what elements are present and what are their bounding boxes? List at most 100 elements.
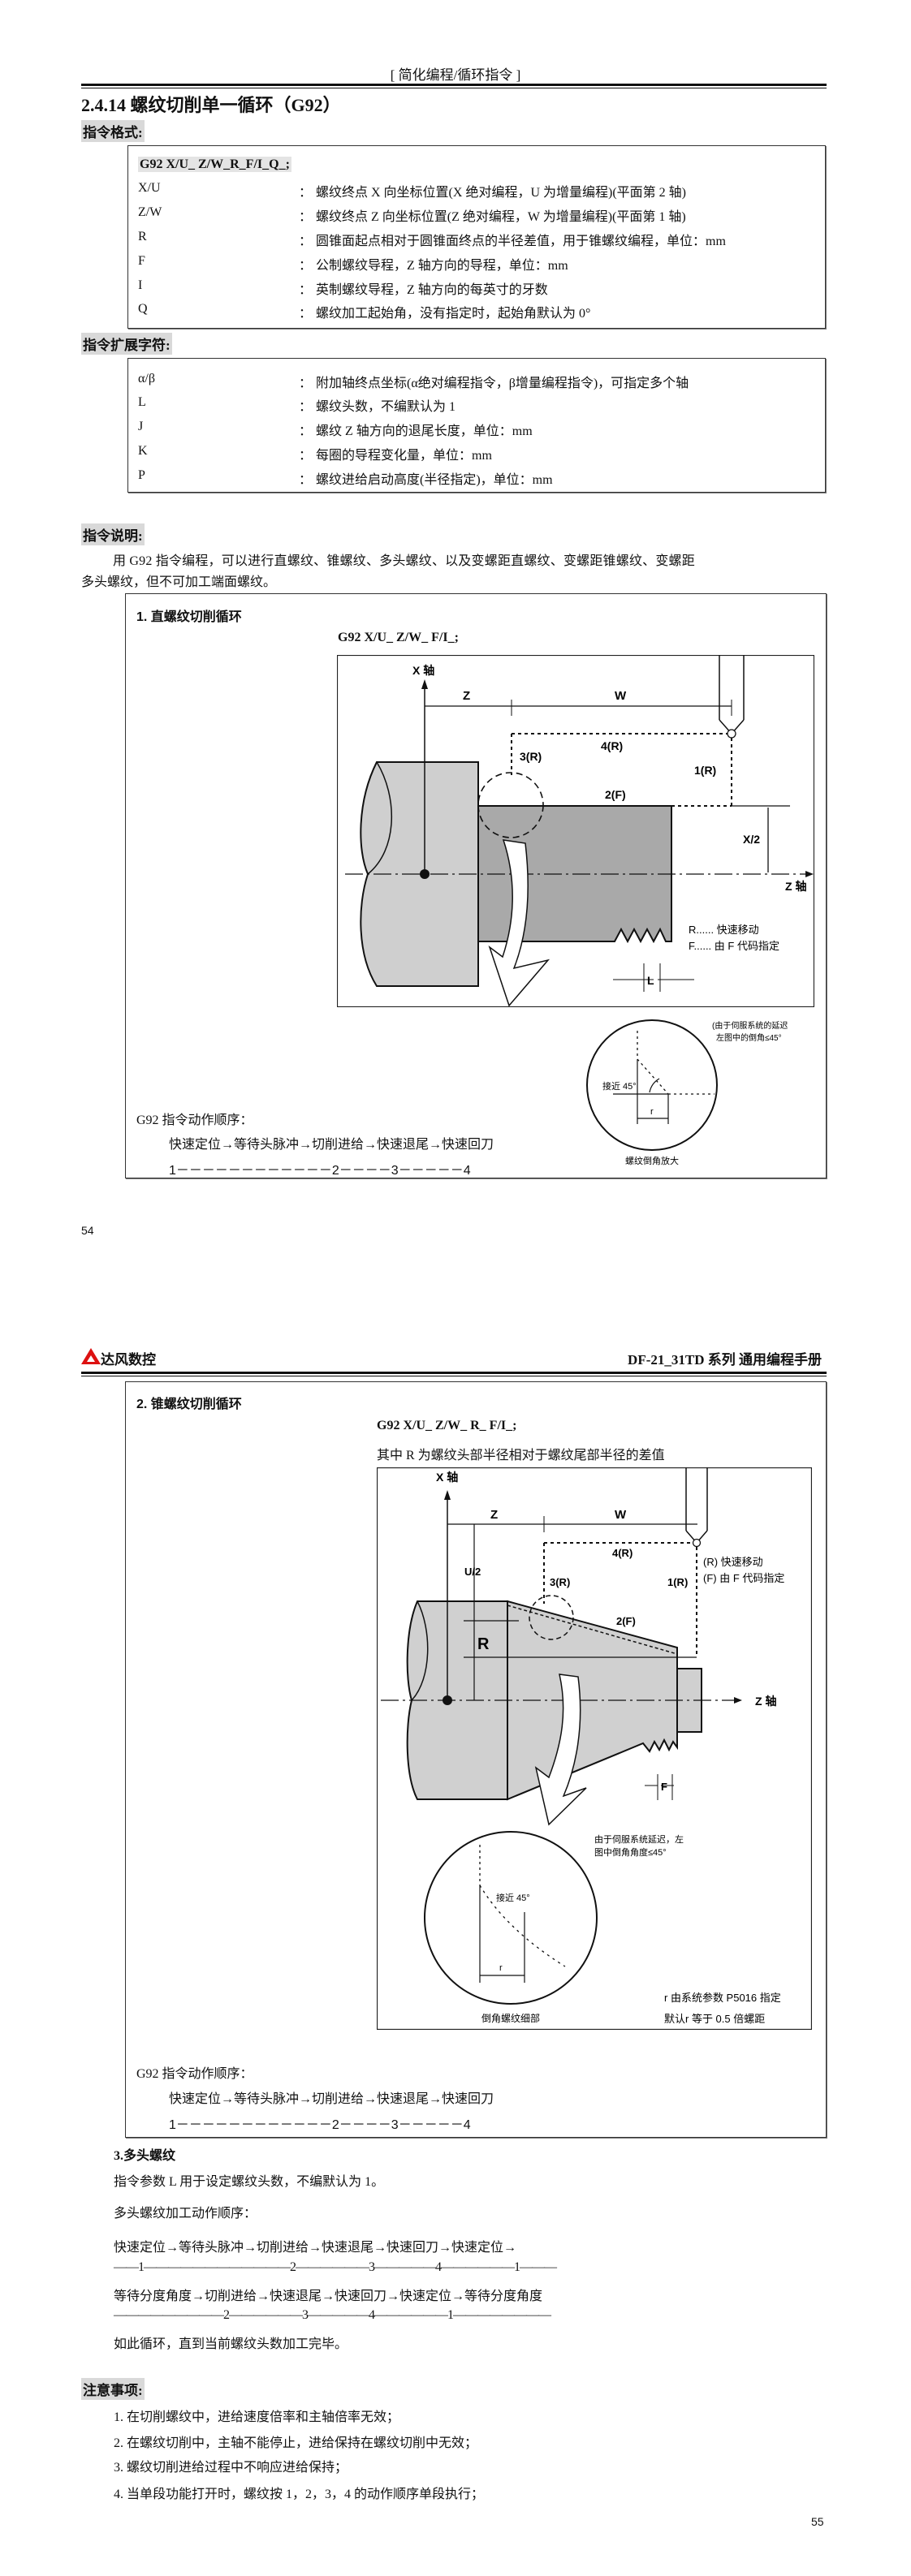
page-number: 55	[811, 2515, 824, 2528]
rotation-arrow-icon	[534, 1674, 587, 1826]
param-colon: ：	[299, 473, 313, 487]
parameter-note: r 由系统参数 P5016 指定	[664, 1992, 781, 2004]
r-dimension-label: R	[477, 1635, 490, 1653]
brand-name: 达风数控	[101, 1352, 156, 1368]
legend-feed: F...... 由 F 代码指定	[689, 940, 779, 952]
multi-thread-text: 如此循环，直到当前螺纹头数加工完毕。	[114, 2337, 348, 2351]
z-dimension-label: Z	[490, 1508, 498, 1522]
u-half-label: U/2	[464, 1566, 481, 1578]
delay-note: 图中倒角角度≤45°	[594, 1846, 667, 1858]
r-label: r	[499, 1963, 503, 1973]
x-half-label: X/2	[743, 833, 760, 846]
taper-thread-heading: 2. 锥螺纹切削循环	[136, 1398, 242, 1411]
angle-label: 接近 45°	[496, 1893, 530, 1903]
param-colon: ：	[299, 235, 313, 248]
section-title: 2.4.14 螺纹切削单一循环（G92）	[81, 95, 341, 115]
param-key: X/U	[138, 181, 161, 195]
x-axis-arrow-icon	[444, 1490, 451, 1500]
step-4-label: 4(R)	[601, 739, 623, 752]
multi-sequence-numbers: ——1————————————2——————3—————4——————1———	[114, 2260, 557, 2274]
sequence-title: G92 指令动作顺序：	[136, 2067, 253, 2081]
param-desc: 螺纹加工起始角，没有指定时，起始角默认为 0°	[316, 307, 591, 321]
param-desc: 每圈的导程变化量，单位：mm	[316, 449, 492, 463]
step-3-label: 3(R)	[520, 750, 542, 763]
param-desc: 螺纹头数，不编默认为 1	[316, 400, 456, 414]
param-key: J	[138, 420, 144, 433]
straight-thread-diagram: X 轴 Z W 4(R) 3(R) 1(R) 2(F) X/2 Z 轴 R...…	[337, 655, 814, 1007]
straight-thread-box	[125, 593, 827, 1178]
note-item: 2. 在螺纹切削中，主轴不能停止，进给保持在螺纹切削中无效；	[114, 2436, 478, 2450]
description-line: 多头螺纹，但不可加工端面螺纹。	[81, 575, 277, 589]
step-3-label: 3(R)	[550, 1576, 570, 1588]
r-label: r	[650, 1107, 654, 1117]
param-desc: 附加轴终点坐标(α绝对编程指令，β增量编程指令)，可指定多个轴	[316, 377, 689, 390]
param-colon: ：	[299, 377, 313, 390]
param-colon: ：	[299, 424, 313, 438]
param-colon: ：	[299, 449, 313, 463]
z-axis-arrow-icon	[734, 1697, 742, 1704]
multi-thread-text: 多头螺纹加工动作顺序：	[114, 2207, 257, 2221]
note-item: 4. 当单段功能打开时，螺纹按 1，2，3，4 的动作顺序单段执行；	[114, 2488, 485, 2501]
x-axis-label: X 轴	[412, 664, 434, 677]
legend-rapid: R...... 快速移动	[689, 924, 759, 936]
legend-feed: (F) 由 F 代码指定	[703, 1572, 784, 1584]
parameter-note: 默认r 等于 0.5 倍螺距	[664, 2013, 765, 2025]
z-axis-arrow-icon	[805, 871, 814, 877]
multi-sequence-steps: 等待分度角度→切削进给→快速退尾→快速回刀→快速定位→等待分度角度	[114, 2290, 543, 2303]
chamfer-detail-diagram: 接近 45° r (由于伺服系统的延迟 左图中的倒角≤45° 螺纹倒角放大	[586, 1019, 788, 1166]
sequence-numbers: 1－－－－－－－－－－－－2－－－－3－－－－－4	[169, 2118, 471, 2132]
multi-sequence-numbers: —————————2——————3—————4——————1————————	[114, 2308, 551, 2322]
param-desc: 英制螺纹导程，Z 轴方向的每英寸的牙数	[316, 283, 548, 297]
multi-sequence-steps: 快速定位→等待头脉冲→切削进给→快速退尾→快速回刀→快速定位→	[114, 2241, 517, 2255]
param-key: F	[138, 254, 145, 268]
param-desc: 螺纹终点 X 向坐标位置(X 绝对编程，U 为增量编程)(平面第 2 轴)	[316, 186, 686, 200]
param-key: R	[138, 230, 147, 243]
param-key: Q	[138, 302, 148, 316]
detail-caption: 倒角螺纹细部	[481, 2012, 540, 2024]
step-1-label: 1(R)	[694, 764, 716, 777]
x-axis-arrow-icon	[421, 679, 428, 689]
command-syntax: G92 X/U_ Z/W_R_F/I_Q_;	[138, 157, 291, 172]
z-dimension-label: Z	[463, 689, 470, 703]
multi-thread-text: 指令参数 L 用于设定螺纹头数，不编默认为 1。	[114, 2175, 385, 2189]
taper-thread-diagram: X 轴 Z W 4(R) 3(R) 1(R) 2(F) U/2 R Z 轴 (R…	[377, 1467, 812, 2030]
rotation-arrow-icon	[488, 839, 550, 1007]
step-4-label: 4(R)	[612, 1547, 633, 1559]
param-desc: 圆锥面起点相对于圆锥面终点的半径差值，用于锥螺纹编程，单位：mm	[316, 235, 726, 248]
param-colon: ：	[299, 210, 313, 224]
step-2-label: 2(F)	[616, 1615, 636, 1627]
taper-thread-box	[125, 1381, 827, 2138]
header-rule	[81, 84, 827, 88]
z-axis-label: Z 轴	[755, 1695, 776, 1708]
notes-label: 注意事项:	[81, 2378, 145, 2400]
delay-note: 左图中的倒角≤45°	[716, 1032, 782, 1043]
param-key: L	[138, 395, 146, 409]
manual-title: DF-21_31TD 系列 通用编程手册	[628, 1352, 822, 1368]
straight-thread-heading: 1. 直螺纹切削循环	[136, 610, 242, 624]
sequence-numbers: 1－－－－－－－－－－－－2－－－－3－－－－－4	[169, 1164, 471, 1178]
taper-thread-formula: G92 X/U_ Z/W_ R_ F/I_;	[377, 1419, 517, 1432]
delay-note: (由于伺服系统的延迟	[712, 1020, 788, 1031]
x-axis-label: X 轴	[436, 1471, 458, 1484]
param-colon: ：	[299, 186, 313, 200]
param-key: α/β	[138, 372, 155, 386]
sequence-steps: 快速定位→等待头脉冲→切削进给→快速退尾→快速回刀	[169, 2092, 494, 2106]
header-rule	[81, 1372, 827, 1376]
lead-label: L	[647, 974, 654, 987]
angle-label: 接近 45°	[602, 1081, 637, 1092]
detail-caption: 螺纹倒角放大	[625, 1155, 679, 1166]
param-colon: ：	[299, 259, 313, 273]
format-label: 指令格式:	[81, 120, 145, 142]
param-key: K	[138, 444, 148, 458]
origin-dot	[420, 869, 430, 879]
w-dimension-label: W	[615, 689, 627, 703]
sequence-steps: 快速定位→等待头脉冲→切削进给→快速退尾→快速回刀	[169, 1138, 494, 1152]
lead-label: F	[661, 1781, 667, 1793]
step-1-label: 1(R)	[667, 1576, 688, 1588]
page-number: 54	[81, 1224, 94, 1237]
param-desc: 螺纹终点 Z 向坐标位置(Z 绝对编程，W 为增量编程)(平面第 1 轴)	[316, 210, 686, 224]
param-key: I	[138, 278, 143, 292]
running-header: [ 简化编程/循环指令 ]	[390, 67, 521, 83]
param-colon: ：	[299, 400, 313, 414]
param-desc: 螺纹进给启动高度(半径指定)，单位：mm	[316, 473, 553, 487]
